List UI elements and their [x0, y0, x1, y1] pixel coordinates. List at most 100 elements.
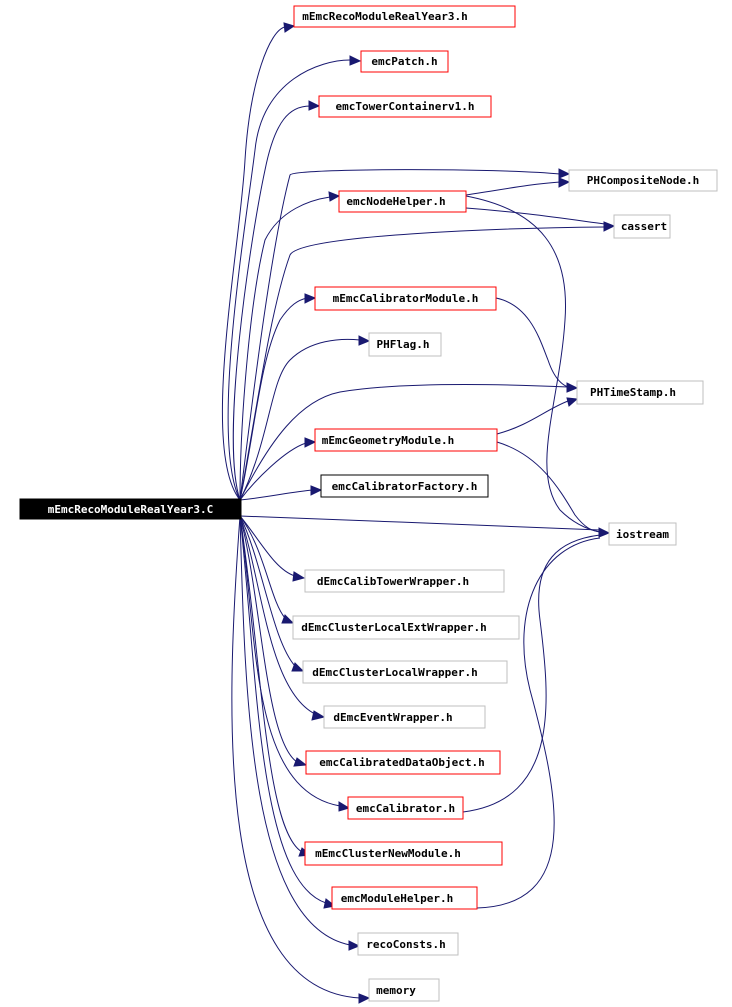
- arrowhead-nodehelper: [328, 191, 341, 202]
- edge-root-to-calibfactory: [239, 489, 314, 501]
- node-box: [293, 5, 516, 28]
- node-label: mEmcGeometryModule.h: [322, 434, 454, 447]
- node-label: PHCompositeNode.h: [587, 174, 700, 187]
- node-phcomposite[interactable]: PHCompositeNode.h: [568, 169, 718, 192]
- node-label: dEmcCalibTowerWrapper.h: [317, 575, 469, 588]
- arrowhead-phtimestamp-1: [566, 382, 579, 393]
- edge-root-to-clusterlocal: [239, 515, 296, 667]
- edge-root-to-patch: [227, 59, 351, 501]
- edge-root-to-towercont: [232, 105, 311, 501]
- edge-root-to-cassert: [239, 226, 606, 501]
- node-calibdata[interactable]: emcCalibratedDataObject.h: [305, 750, 501, 775]
- node-label: emcPatch.h: [371, 55, 437, 68]
- edge-root-to-phtimestamp: [239, 384, 569, 501]
- edge-root-to-nodehelper: [239, 196, 331, 501]
- edge-root-to-eventwrapper: [239, 515, 316, 715]
- node-calibrator[interactable]: emcCalibrator.h: [347, 796, 464, 820]
- node-phtimestamp[interactable]: PHTimeStamp.h: [576, 380, 704, 405]
- edge-root-to-modulehelper: [239, 515, 327, 904]
- edge-root-to-clusterlocalext: [239, 515, 286, 619]
- node-box: [304, 569, 505, 593]
- node-label: recoConsts.h: [366, 938, 445, 951]
- node-label: emcCalibratedDataObject.h: [319, 756, 485, 769]
- node-box: [314, 286, 497, 311]
- node-label: dEmcClusterLocalWrapper.h: [312, 666, 478, 679]
- node-box: [305, 750, 501, 775]
- arrowhead-clusterlocal: [291, 662, 305, 672]
- node-box: [368, 332, 442, 357]
- node-box: [331, 886, 478, 910]
- node-box: [292, 615, 520, 640]
- arrowhead-clusterlocalext: [281, 614, 295, 624]
- node-label: dEmcEventWrapper.h: [333, 711, 452, 724]
- node-iostream[interactable]: iostream: [608, 522, 677, 546]
- edge-geommodule-to-phtimestamp: [496, 400, 569, 435]
- node-memory[interactable]: memory: [368, 978, 440, 1002]
- node-clusterlocal[interactable]: dEmcClusterLocalWrapper.h: [302, 660, 508, 684]
- node-label: mEmcClusterNewModule.h: [315, 847, 461, 860]
- edge-geommodule-to-iostream: [496, 441, 601, 533]
- node-cassert[interactable]: cassert: [613, 214, 671, 239]
- edge-root-to-mreco-h: [221, 26, 286, 501]
- edge-calibmodule-to-phtimestamp: [495, 297, 569, 388]
- edge-calibrator-to-iostream: [462, 534, 601, 813]
- node-box: [568, 169, 718, 192]
- arrowhead-phcomposite-1: [558, 168, 571, 179]
- node-label: dEmcClusterLocalExtWrapper.h: [301, 621, 486, 634]
- edge-root-to-clusternew: [239, 515, 303, 853]
- node-calibfactory[interactable]: emcCalibratorFactory.h: [320, 474, 489, 498]
- edge-root-to-calibdata: [239, 515, 298, 763]
- node-label: emcCalibratorFactory.h: [332, 480, 478, 493]
- root-node-box: [19, 498, 242, 520]
- arrowhead-patch: [349, 55, 362, 66]
- arrowhead-phtimestamp-2: [566, 397, 579, 407]
- node-label: emcCalibrator.h: [356, 802, 455, 815]
- edge-root-to-memory: [231, 515, 361, 999]
- arrowhead-phcomposite-2: [558, 177, 571, 188]
- edge-root-to-phflag: [239, 338, 361, 501]
- node-calibmodule[interactable]: mEmcCalibratorModule.h: [314, 286, 497, 311]
- node-patch[interactable]: emcPatch.h: [360, 50, 449, 73]
- node-label: mEmcCalibratorModule.h: [333, 292, 479, 305]
- node-box: [318, 95, 492, 118]
- edge-root-to-calibmodule: [239, 297, 308, 501]
- node-box: [357, 932, 459, 956]
- node-label: PHFlag.h: [377, 338, 430, 351]
- node-box: [304, 841, 503, 866]
- node-box: [347, 796, 464, 820]
- node-modulehelper[interactable]: emcModuleHelper.h: [331, 886, 478, 910]
- arrowheads: [281, 22, 616, 1004]
- node-box: [608, 522, 677, 546]
- node-clusternew[interactable]: mEmcClusterNewModule.h: [304, 841, 503, 866]
- node-label: memory: [376, 984, 416, 997]
- node-label: emcNodeHelper.h: [346, 195, 445, 208]
- edge-modulehelper-to-iostream: [476, 537, 601, 909]
- node-mreco-h[interactable]: mEmcRecoModuleRealYear3.h: [293, 5, 516, 28]
- node-towercont[interactable]: emcTowerContainerv1.h: [318, 95, 492, 118]
- node-phflag[interactable]: PHFlag.h: [368, 332, 442, 357]
- edge-root-to-calibtower: [239, 515, 296, 577]
- node-geommodule[interactable]: mEmcGeometryModule.h: [314, 428, 498, 452]
- node-label: emcModuleHelper.h: [341, 892, 454, 905]
- root-node-label: mEmcRecoModuleRealYear3.C: [48, 503, 214, 516]
- node-nodehelper[interactable]: emcNodeHelper.h: [338, 190, 467, 213]
- node-label: emcTowerContainerv1.h: [335, 100, 474, 113]
- root-node[interactable]: mEmcRecoModuleRealYear3.C: [19, 498, 242, 520]
- node-label: mEmcRecoModuleRealYear3.h: [302, 10, 468, 23]
- node-label: PHTimeStamp.h: [590, 386, 676, 399]
- arrowhead-calibfactory: [310, 485, 323, 496]
- node-eventwrapper[interactable]: dEmcEventWrapper.h: [323, 705, 486, 729]
- node-recoconsts[interactable]: recoConsts.h: [357, 932, 459, 956]
- arrowhead-towercont: [308, 100, 321, 111]
- arrowhead-calibrator: [338, 801, 351, 812]
- arrowhead-memory: [358, 993, 371, 1004]
- arrowhead-calibdata: [293, 757, 308, 767]
- edge-nodehelper-to-iostream: [465, 195, 601, 533]
- node-clusterlocalext[interactable]: dEmcClusterLocalExtWrapper.h: [292, 615, 520, 640]
- arrowhead-eventwrapper: [311, 710, 326, 721]
- edges: [221, 26, 606, 999]
- node-box: [320, 474, 489, 498]
- node-box: [613, 214, 671, 239]
- node-calibtower[interactable]: dEmcCalibTowerWrapper.h: [304, 569, 505, 593]
